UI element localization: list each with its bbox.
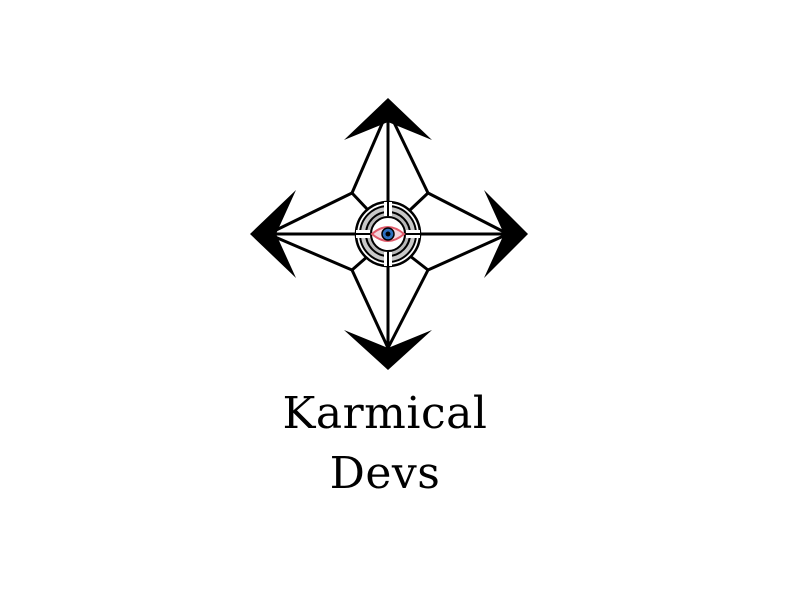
arrow-down-icon xyxy=(344,330,432,370)
arrow-left-icon xyxy=(250,190,296,278)
arrow-right-icon xyxy=(484,190,528,278)
arrowheads xyxy=(250,98,528,370)
brand-name-line-1: Karmical xyxy=(282,388,488,439)
brand-name-line-2: Devs xyxy=(329,448,441,499)
arrow-up-icon xyxy=(344,98,432,140)
pupil-icon xyxy=(385,231,391,237)
center-eye-medallion xyxy=(354,200,422,268)
